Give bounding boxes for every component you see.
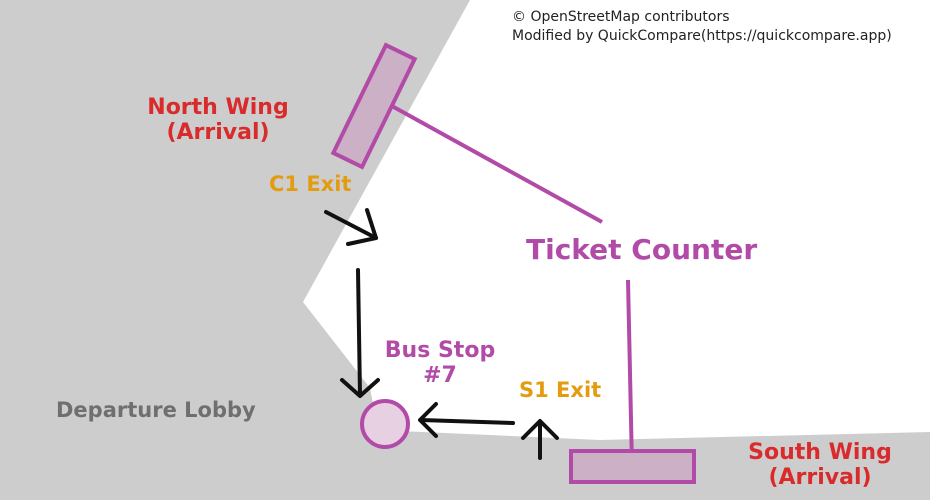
arrow-icon-c1	[324, 208, 378, 246]
departure-lobby-label: Departure Lobby	[56, 398, 256, 422]
bus-stop-name: Bus Stop	[384, 338, 496, 363]
map-attribution: © OpenStreetMap contributors Modified by…	[512, 8, 892, 46]
ticket-leader-line-north	[380, 98, 603, 224]
south-wing-name: South Wing	[748, 440, 892, 465]
arrow-icon-left	[418, 402, 515, 438]
c1-exit-label: C1 Exit	[269, 172, 352, 196]
ticket-counter-label: Ticket Counter	[526, 233, 758, 266]
arrow-icon-up	[521, 419, 559, 460]
counter-rect-icon-south	[569, 449, 696, 484]
north-wing-label: North Wing (Arrival)	[130, 95, 306, 146]
north-wing-name: North Wing	[147, 95, 289, 120]
s1-exit-label: S1 Exit	[519, 378, 602, 402]
bus-stop-number: #7	[423, 363, 457, 389]
bus-stop-label: Bus Stop #7	[376, 338, 504, 389]
terminal-building-notch	[0, 0, 128, 155]
ticket-leader-line-south	[626, 279, 634, 467]
bus-stop-circle-icon	[360, 399, 410, 449]
south-wing-label: South Wing (Arrival)	[738, 440, 902, 491]
attribution-line-osm: © OpenStreetMap contributors	[512, 9, 730, 25]
counter-rect-icon-north	[330, 42, 418, 170]
south-wing-note: (Arrival)	[768, 465, 872, 491]
north-wing-note: (Arrival)	[166, 120, 270, 146]
arrow-icon-down	[340, 268, 380, 398]
attribution-line-modified: Modified by QuickCompare(https://quickco…	[512, 27, 892, 44]
